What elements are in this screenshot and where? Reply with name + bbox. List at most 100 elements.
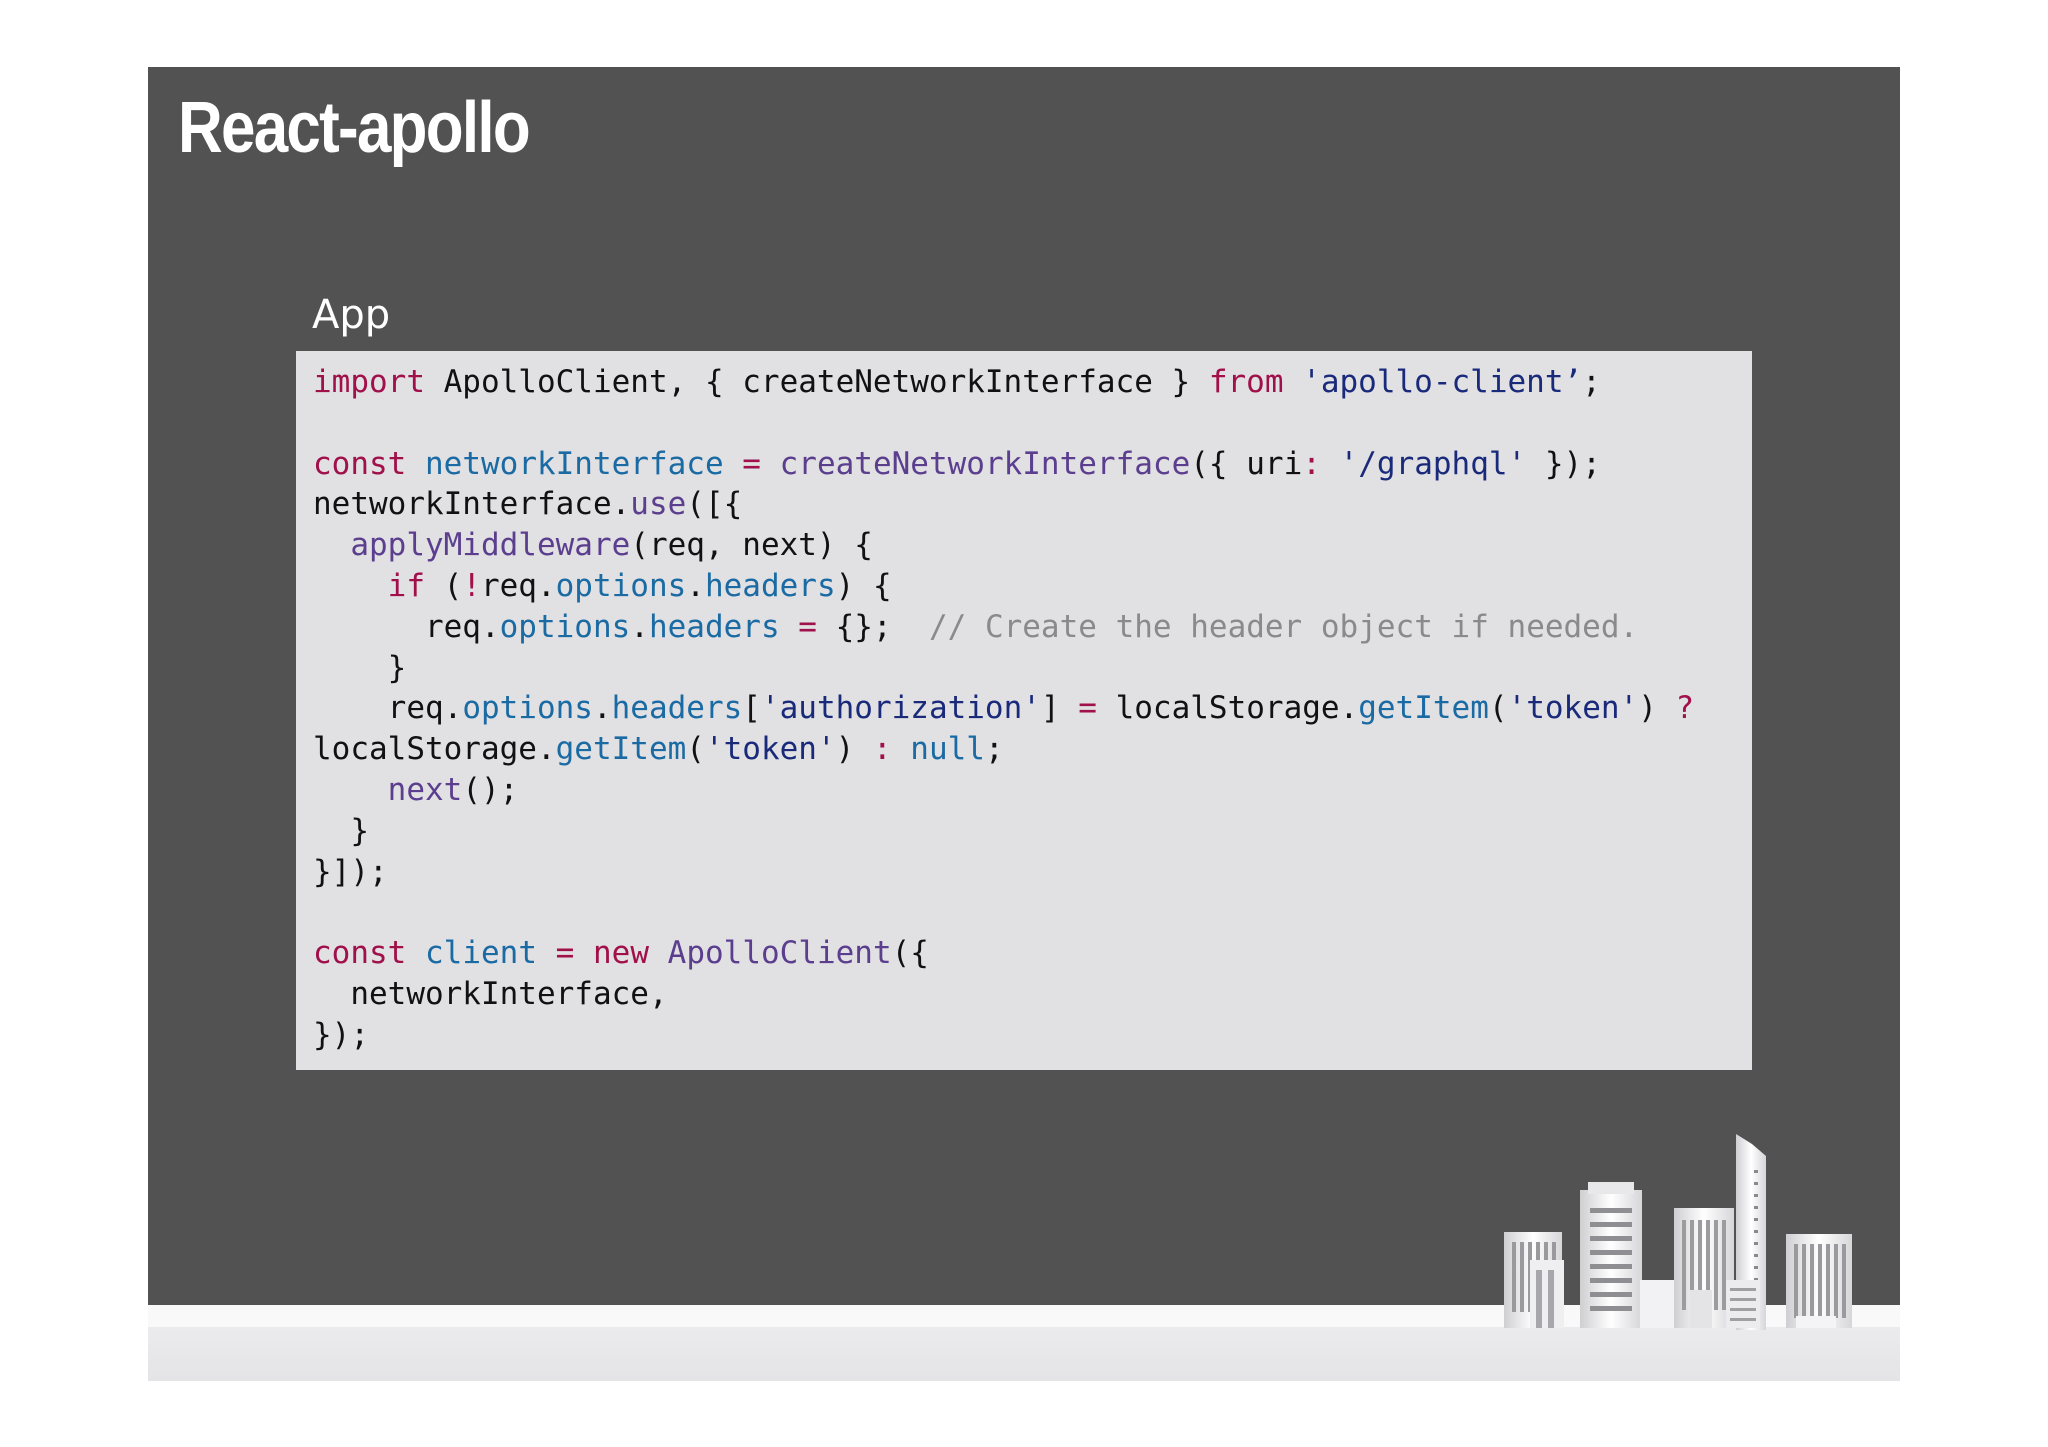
code-token: } (313, 649, 407, 686)
code-token: new (593, 935, 649, 972)
slide-title: React-apollo (178, 88, 531, 168)
code-token: applyMiddleware (350, 527, 631, 564)
code-listing: import ApolloClient, { createNetworkInte… (313, 362, 1694, 1056)
code-token (780, 609, 799, 645)
code-token: const (313, 445, 407, 482)
code-line (313, 403, 1694, 444)
code-line: networkInterface.use([{ (313, 484, 1694, 525)
code-line: req.options.headers['authorization'] = l… (313, 688, 1695, 729)
code-line: }]); (313, 852, 1694, 893)
code-token: headers (611, 690, 743, 727)
code-token: headers (648, 608, 780, 645)
code-token: ] (1040, 690, 1079, 727)
code-token: '/graphql' (1339, 445, 1527, 482)
code-token: null (910, 731, 985, 768)
code-token: const (313, 935, 407, 972)
code-token: import (313, 364, 425, 400)
code-token: = (798, 608, 817, 645)
code-token: options (555, 567, 687, 604)
code-token (313, 568, 388, 604)
code-token: ) (1638, 690, 1676, 727)
code-token (724, 446, 743, 482)
code-token: ({ (891, 935, 929, 972)
code-token: ! (462, 567, 481, 604)
code-token: }); (313, 1016, 369, 1053)
code-token: ApolloClient, { createNetworkInterface } (424, 364, 1209, 400)
code-token: } (313, 812, 369, 849)
code-token: ([{ (686, 486, 743, 523)
code-token: req. (313, 690, 463, 727)
code-token (537, 935, 556, 971)
code-token (406, 446, 425, 482)
code-token: localStorage. (1096, 690, 1359, 727)
code-token: 'authorization' (760, 690, 1041, 727)
code-token (313, 772, 388, 808)
code-line: import ApolloClient, { createNetworkInte… (313, 362, 1694, 403)
code-token: ; (1582, 364, 1601, 400)
code-token (892, 731, 911, 767)
code-token (761, 446, 780, 482)
code-token: ApolloClient (667, 935, 892, 972)
city-skyline-icon (1504, 1134, 1852, 1330)
code-token: ? (1675, 690, 1695, 727)
code-token: next (387, 771, 463, 808)
code-token: . (686, 567, 705, 604)
code-line: }); (313, 1015, 1694, 1056)
code-token: networkInterface, (313, 975, 668, 1012)
code-line: req.options.headers = {}; // Create the … (313, 607, 1694, 648)
code-token: 'apollo-client’ (1302, 364, 1583, 400)
code-token: 'token' (704, 731, 836, 768)
code-token: 'token' (1507, 690, 1639, 727)
code-token: options (499, 608, 631, 645)
code-block (296, 351, 1752, 1070)
code-line: if (!req.options.headers) { (313, 566, 1694, 607)
code-token: [ (742, 690, 761, 727)
code-line: const client = new ApolloClient({ (313, 933, 1694, 974)
code-line: } (313, 648, 1694, 689)
code-token: ( (1488, 690, 1508, 727)
code-token (406, 935, 425, 971)
code-token: = (742, 445, 761, 482)
code-token: if (387, 567, 425, 604)
code-line: const networkInterface = createNetworkIn… (313, 444, 1694, 485)
code-token (574, 935, 593, 971)
code-token: (req, next) { (630, 527, 873, 564)
code-token: : (872, 731, 892, 768)
code-line: networkInterface, (313, 974, 1694, 1015)
code-token (649, 935, 668, 971)
code-token: use (630, 486, 687, 523)
code-token: = (1078, 690, 1097, 727)
code-token: ( (686, 731, 705, 768)
code-token: ) (835, 731, 873, 768)
code-line: applyMiddleware(req, next) { (313, 525, 1694, 566)
code-token: from (1208, 364, 1284, 400)
code-line: next(); (313, 770, 1694, 811)
code-token: . (630, 608, 649, 645)
code-line: } (313, 811, 1694, 852)
code-token: }); (1526, 445, 1601, 482)
code-token (1321, 446, 1340, 482)
slide-floor-highlight (148, 1305, 1900, 1327)
code-token: getItem (1358, 690, 1489, 727)
code-line (313, 892, 1694, 933)
code-token: : (1302, 445, 1321, 482)
code-token: networkInterface (425, 445, 724, 482)
section-label: App (312, 292, 391, 338)
code-token: = (555, 935, 575, 972)
code-token: }]); (313, 853, 388, 890)
code-token: (); (462, 771, 519, 808)
code-token (1284, 364, 1303, 400)
code-token: getItem (555, 731, 687, 768)
code-token (313, 527, 350, 563)
code-token: options (462, 690, 593, 727)
code-token: ) { (835, 567, 892, 604)
code-token: req. (480, 567, 556, 604)
code-token: headers (704, 567, 836, 604)
code-token: createNetworkInterface (779, 445, 1191, 482)
code-token: {}; (816, 608, 929, 645)
code-token: ({ uri (1190, 445, 1303, 482)
code-token: ( (424, 567, 463, 604)
code-token: ; (984, 731, 1004, 768)
code-token: . (592, 690, 612, 727)
code-token: localStorage. (313, 731, 556, 768)
